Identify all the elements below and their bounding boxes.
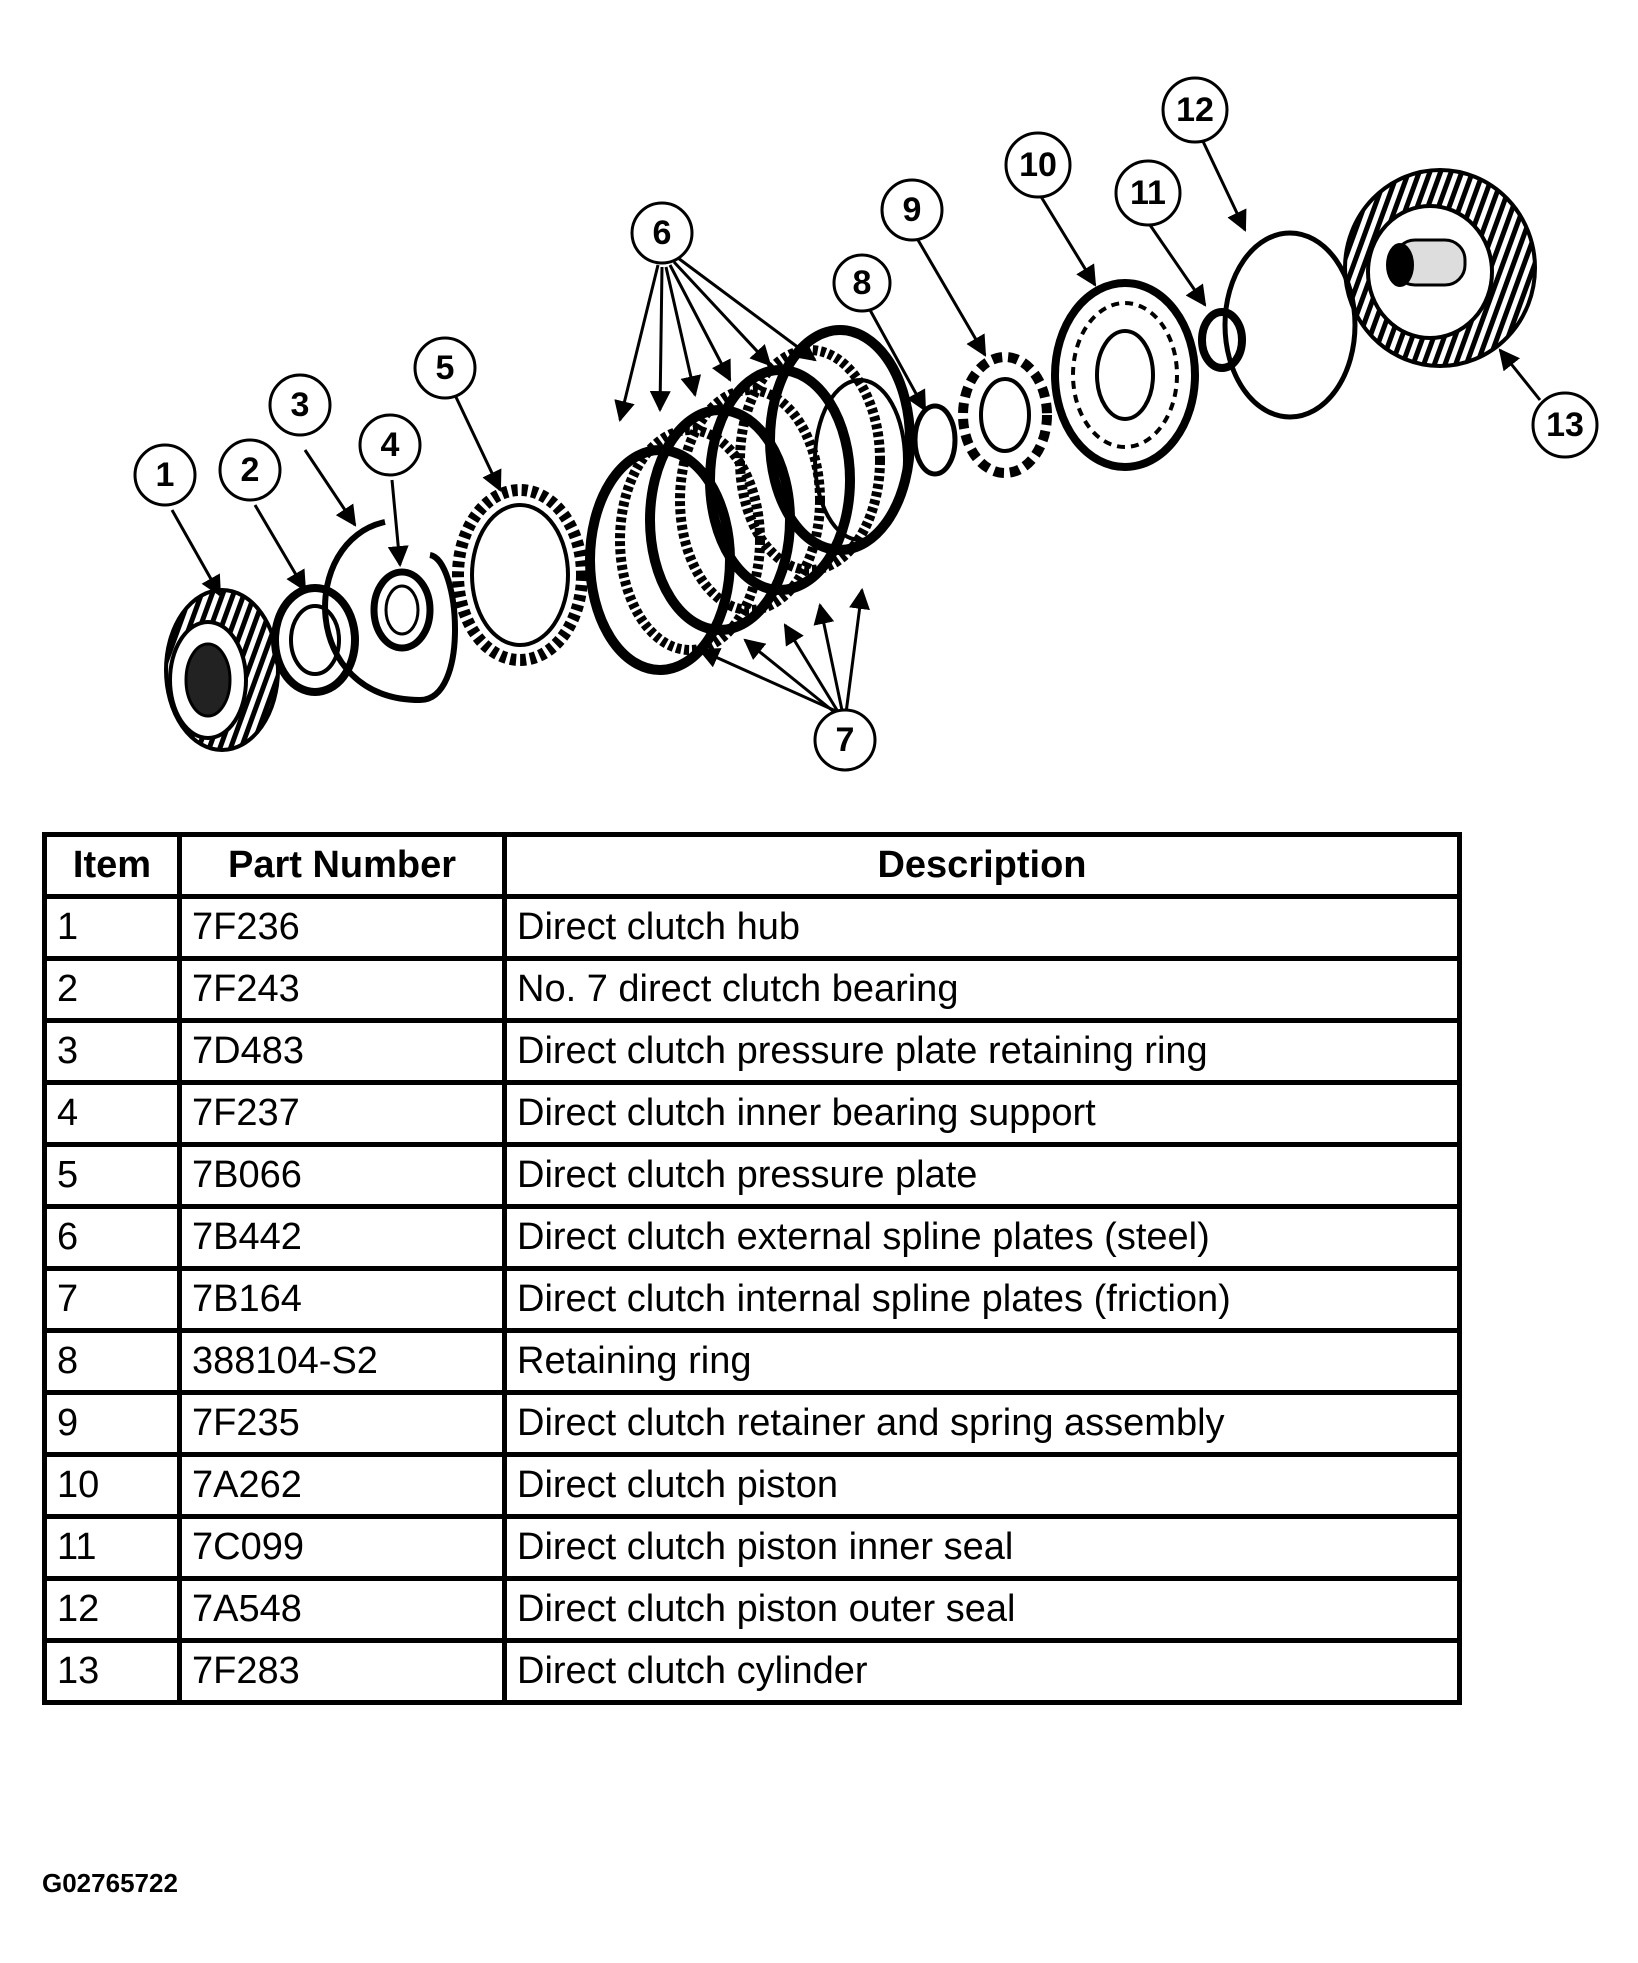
part-clutch-cylinder [1343, 168, 1537, 368]
cell-item: 6 [42, 1204, 182, 1271]
cell-item: 4 [42, 1080, 182, 1147]
cell-part-number: 7B442 [177, 1204, 507, 1271]
part-direct-clutch-hub [164, 588, 280, 752]
table-header-row: Item Part Number Description [42, 832, 1462, 899]
cell-description: Direct clutch external spline plates (st… [502, 1204, 1462, 1271]
cell-item: 13 [42, 1638, 182, 1705]
cell-part-number: 7A548 [177, 1576, 507, 1643]
cell-description: Direct clutch hub [502, 894, 1462, 961]
svg-text:7: 7 [836, 721, 855, 759]
svg-text:10: 10 [1019, 146, 1057, 184]
callout-7: 7 [813, 708, 877, 772]
part-bearing-support [370, 568, 434, 652]
cell-description: Direct clutch piston [502, 1452, 1462, 1519]
cell-description: Direct clutch inner bearing support [502, 1080, 1462, 1147]
cell-item: 1 [42, 894, 182, 961]
svg-text:3: 3 [291, 386, 310, 424]
cell-description: Direct clutch retainer and spring assemb… [502, 1390, 1462, 1457]
cell-part-number: 7F283 [177, 1638, 507, 1705]
callout-5: 5 [413, 336, 477, 400]
cell-description: Direct clutch pressure plate retaining r… [502, 1018, 1462, 1085]
callout-10: 10 [1004, 131, 1072, 199]
cell-item: 11 [42, 1514, 182, 1581]
part-inner-seal [1198, 308, 1246, 372]
callout-11: 11 [1114, 159, 1182, 227]
figure-id: G02765722 [42, 1868, 178, 1898]
callout-9: 9 [880, 178, 944, 242]
cell-part-number: 7F236 [177, 894, 507, 961]
cell-item: 8 [42, 1328, 182, 1395]
cell-part-number: 7F235 [177, 1390, 507, 1457]
svg-text:4: 4 [381, 426, 400, 464]
part-snap-ring [912, 403, 958, 477]
svg-text:11: 11 [1130, 174, 1166, 212]
callout-3: 3 [268, 373, 332, 437]
cell-part-number: 7F243 [177, 956, 507, 1023]
callout-6: 6 [630, 201, 694, 265]
svg-text:9: 9 [903, 191, 922, 229]
cell-part-number: 7F237 [177, 1080, 507, 1147]
leader-lines [170, 134, 1542, 717]
cell-part-number: 388104-S2 [177, 1328, 507, 1395]
cell-item: 12 [42, 1576, 182, 1643]
cell-part-number: 7B164 [177, 1266, 507, 1333]
svg-text:13: 13 [1546, 406, 1584, 444]
part-retaining-ring [322, 519, 458, 704]
cell-part-number: 7B066 [177, 1142, 507, 1209]
svg-text:1: 1 [156, 456, 175, 494]
cell-part-number: 7D483 [177, 1018, 507, 1085]
callout-8: 8 [832, 253, 892, 313]
cell-description: Direct clutch cylinder [502, 1638, 1462, 1705]
cell-item: 10 [42, 1452, 182, 1519]
callout-12: 12 [1161, 76, 1229, 144]
header-part-number: Part Number [177, 832, 507, 899]
callout-4: 4 [358, 413, 422, 477]
part-spring-retainer [958, 352, 1052, 478]
cell-item: 7 [42, 1266, 182, 1333]
part-piston [1051, 279, 1199, 471]
svg-text:5: 5 [436, 349, 455, 387]
part-outer-seal [1222, 230, 1358, 420]
cell-item: 2 [42, 956, 182, 1023]
cell-item: 3 [42, 1018, 182, 1085]
cell-item: 5 [42, 1142, 182, 1209]
callout-2: 2 [218, 438, 282, 502]
cell-item: 9 [42, 1390, 182, 1457]
header-description: Description [502, 832, 1462, 899]
cell-part-number: 7A262 [177, 1452, 507, 1519]
part-pressure-plate [452, 484, 588, 666]
callout-13: 13 [1531, 391, 1599, 459]
cell-description: Direct clutch piston inner seal [502, 1514, 1462, 1581]
header-item: Item [42, 832, 182, 899]
cell-description: Direct clutch internal spline plates (fr… [502, 1266, 1462, 1333]
svg-text:2: 2 [241, 451, 260, 489]
cell-description: No. 7 direct clutch bearing [502, 956, 1462, 1023]
svg-text:8: 8 [853, 264, 872, 302]
cell-part-number: 7C099 [177, 1514, 507, 1581]
cell-description: Direct clutch pressure plate [502, 1142, 1462, 1209]
svg-text:6: 6 [653, 214, 672, 252]
svg-text:12: 12 [1176, 91, 1214, 129]
part-bearing [271, 584, 359, 696]
cell-description: Retaining ring [502, 1328, 1462, 1395]
part-clutch-plate-pack [585, 325, 915, 675]
exploded-view-diagram: 1 2 3 4 5 6 7 8 9 10 11 12 13 [133, 76, 1599, 772]
callout-1: 1 [133, 443, 197, 507]
cell-description: Direct clutch piston outer seal [502, 1576, 1462, 1643]
